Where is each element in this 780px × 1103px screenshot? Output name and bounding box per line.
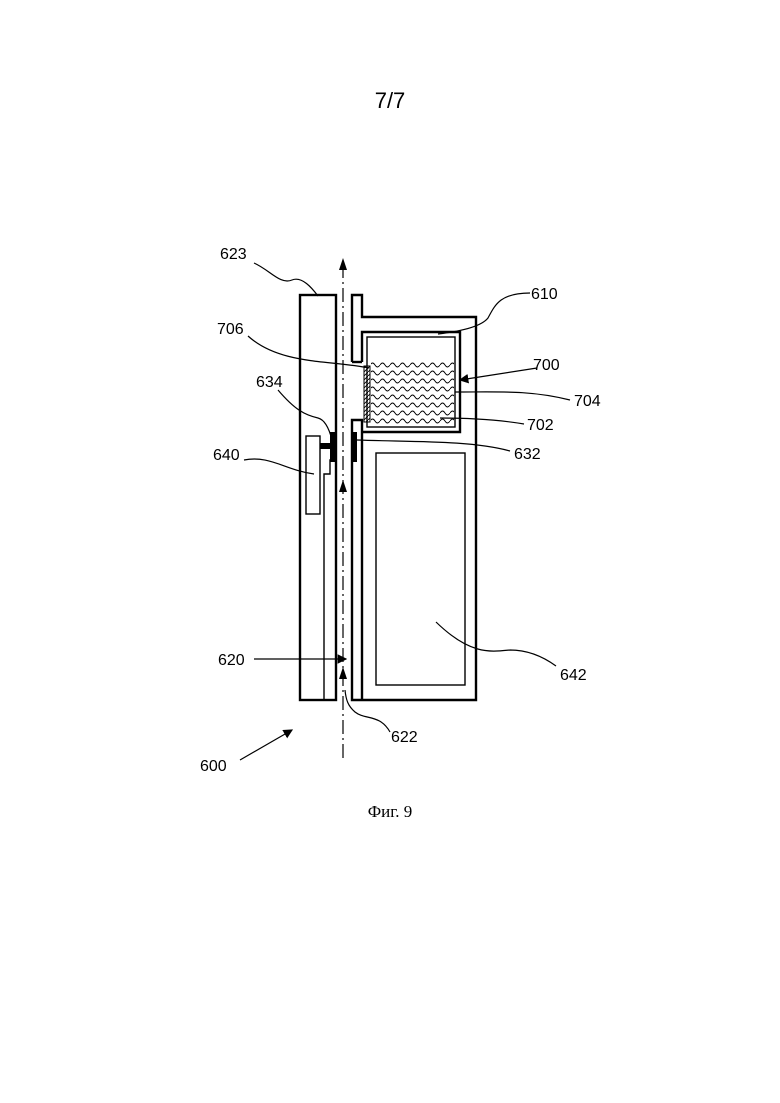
label-706: 706 — [217, 321, 244, 338]
label-704: 704 — [574, 393, 601, 410]
label-642: 642 — [560, 667, 587, 684]
label-700: 700 — [533, 357, 560, 374]
component-640 — [306, 436, 320, 514]
label-600: 600 — [200, 758, 227, 775]
flow-axis — [339, 258, 347, 758]
label-623: 623 — [220, 246, 247, 263]
label-634: 634 — [256, 374, 283, 391]
cartridge-700 — [364, 337, 455, 427]
label-622: 622 — [391, 729, 418, 746]
label-610: 610 — [531, 286, 558, 303]
reservoir-642 — [376, 453, 465, 685]
connector-634 — [320, 432, 335, 462]
figure-caption: Фиг. 9 — [0, 802, 780, 822]
part-632 — [351, 432, 357, 462]
label-632: 632 — [514, 446, 541, 463]
label-640: 640 — [213, 447, 240, 464]
filler-704 — [371, 362, 454, 424]
label-620: 620 — [218, 652, 245, 669]
label-702: 702 — [527, 417, 554, 434]
membrane-706 — [364, 366, 370, 422]
